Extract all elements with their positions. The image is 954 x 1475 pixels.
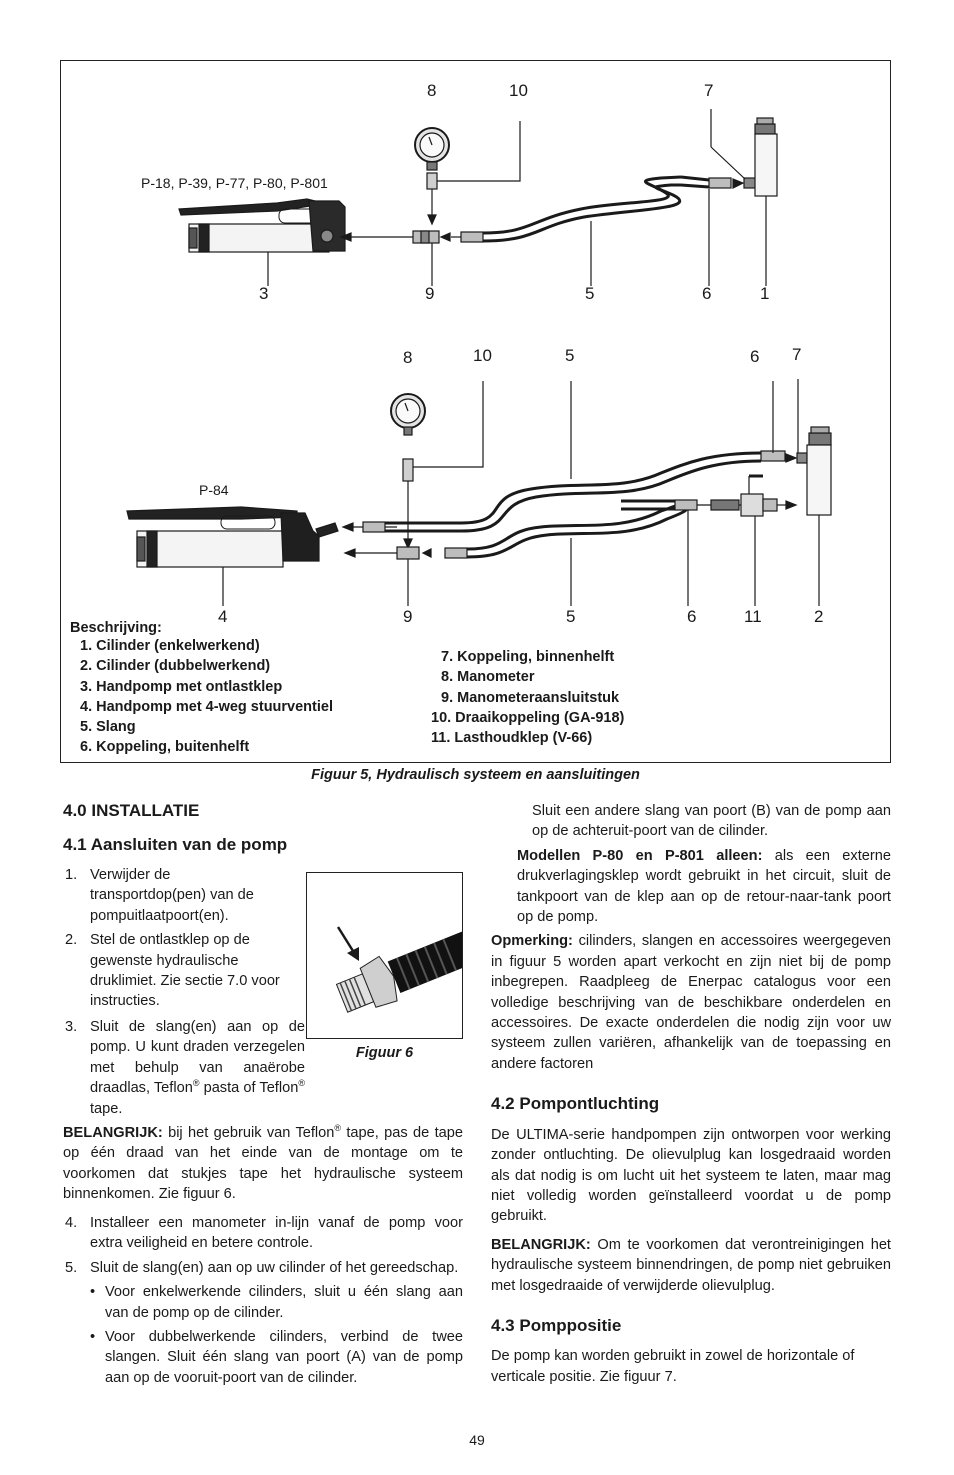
label-7-top: 7 bbox=[704, 81, 713, 100]
step-3-text-b: pasta of Teflon bbox=[203, 1080, 299, 1097]
bottom-model-label: P-84 bbox=[199, 482, 229, 498]
legend-item: 5. Slang bbox=[80, 719, 136, 736]
hydraulic-system-diagram: 8 10 7 3 9 5 6 1 P-18, P-39, P-77, P-80,… bbox=[126, 81, 832, 626]
step-4: 4. Installeer een manometer in-lijn vanaf… bbox=[63, 1213, 463, 1254]
figure-6-caption: Figuur 6 bbox=[355, 1045, 414, 1061]
figure-5-caption: Figuur 5, Hydraulisch systeem en aanslui… bbox=[311, 767, 640, 783]
step-5: 5. Sluit de slang(en) aan op uw cilinder … bbox=[63, 1258, 463, 1278]
label-10-top: 10 bbox=[509, 81, 528, 100]
important-label: BELANGRIJK: bbox=[63, 1125, 163, 1141]
hose-fitting-illustration bbox=[335, 926, 462, 1013]
label-7-bottom: 7 bbox=[792, 345, 801, 364]
legend-right-list: 7. Koppeling, binnenhelft 8. Manometer 9… bbox=[431, 647, 624, 748]
legend-item: 11. Lasthoudklep (V-66) bbox=[431, 730, 593, 747]
legend-left-list: 1. Cilinder (enkelwerkend) 2. Cilinder (… bbox=[80, 636, 333, 758]
legend-item: 1. Cilinder (enkelwerkend) bbox=[80, 638, 260, 654]
important-text: Om te voorkomen dat verontreinigingen he… bbox=[491, 1236, 891, 1294]
important-text-a: bij het gebruik van Teflon bbox=[162, 1125, 335, 1141]
ontluchting-text: De ULTIMA-serie handpompen zijn ontworpe… bbox=[491, 1126, 891, 1225]
note-label: Opmerking: bbox=[491, 933, 573, 950]
important-ontluchting: BELANGRIJK: Om te voorkomen dat verontre… bbox=[491, 1235, 891, 1296]
label-1: 1 bbox=[760, 284, 769, 303]
legend-title: Beschrijving: bbox=[70, 620, 162, 636]
step-3-text-a: Sluit de slang(en) aan op de pomp. U kun… bbox=[90, 1019, 305, 1097]
legend-item: 9. Manometeraansluitstuk bbox=[441, 689, 620, 706]
step-text: Stel de ontlastklep op de gewenste hydra… bbox=[90, 932, 280, 1010]
important-label: BELANGRIJK: bbox=[491, 1236, 591, 1253]
label-4: 4 bbox=[218, 607, 227, 626]
right-column: Sluit een andere slang van poort (B) van… bbox=[491, 801, 891, 1387]
registered-mark: ® bbox=[334, 1123, 342, 1134]
label-9-bottom: 9 bbox=[403, 607, 412, 626]
legend-item: 4. Handpomp met 4-weg stuurventiel bbox=[80, 698, 333, 715]
steps-1-3: 1. Verwijder de transportdop(pen) van de … bbox=[63, 865, 287, 1012]
models-text: als een externe drukverlagingsklep wordt… bbox=[517, 847, 891, 926]
step-text: Sluit de slang(en) aan op uw cilinder of… bbox=[90, 1259, 459, 1276]
label-10-bottom: 10 bbox=[473, 346, 492, 365]
bullet-text: Voor enkelwerkende cilinders, sluit u éé… bbox=[105, 1284, 463, 1321]
bullet-double-acting: • Voor dubbelwerkende cilinders, verbind … bbox=[63, 1327, 463, 1388]
page-number: 49 bbox=[469, 1432, 485, 1448]
bullet-dot: • bbox=[90, 1329, 96, 1346]
label-8-bottom: 8 bbox=[403, 348, 412, 367]
figure-5-box: 8 10 7 3 9 5 6 1 P-18, P-39, P-77, P-80,… bbox=[60, 60, 891, 763]
step-number: 1. bbox=[65, 867, 78, 883]
label-11: 11 bbox=[744, 607, 762, 626]
label-9-top: 9 bbox=[425, 284, 434, 303]
section-heading-ontluchting: 4.2 Pompontluchting bbox=[491, 1094, 660, 1114]
step-3-text-c: tape. bbox=[90, 1100, 123, 1117]
legend-item: 7. Koppeling, binnenhelft bbox=[441, 649, 615, 665]
legend-item: 2. Cilinder (dubbelwerkend) bbox=[80, 658, 271, 675]
models-label: Modellen P-80 en P-801 alleen: bbox=[517, 847, 763, 864]
bullet-dot: • bbox=[90, 1284, 96, 1301]
positie-text: De pomp kan worden gebruikt in zowel de … bbox=[491, 1348, 855, 1385]
label-3: 3 bbox=[259, 284, 268, 303]
section-heading-positie: 4.3 Pomppositie bbox=[491, 1315, 622, 1335]
step-number: 2. bbox=[65, 932, 78, 949]
step-number: 3. bbox=[65, 1019, 78, 1035]
top-system bbox=[178, 109, 778, 286]
bullet-single-acting: • Voor enkelwerkende cilinders, sluit u é… bbox=[63, 1282, 463, 1323]
step-number: 4. bbox=[65, 1215, 78, 1231]
important-note: BELANGRIJK: bij het gebruik van Teflon® … bbox=[63, 1123, 463, 1205]
section-heading-installatie: 4.0 INSTALLATIE bbox=[63, 801, 200, 820]
important-text-b: tape, pas de tape op één draad van het e… bbox=[63, 1125, 464, 1203]
bottom-system bbox=[126, 379, 832, 606]
label-6-bottom-b: 6 bbox=[687, 607, 696, 626]
step-text: Verwijder de transportdop(pen) van de po… bbox=[90, 867, 254, 924]
section-heading-aansluiten: 4.1 Aansluiten van de pomp bbox=[63, 835, 288, 854]
registered-mark: ® bbox=[298, 1078, 305, 1089]
label-5-top: 5 bbox=[585, 284, 594, 303]
label-2: 2 bbox=[814, 607, 823, 626]
label-6-top: 6 bbox=[702, 284, 711, 303]
figure-6-box bbox=[306, 872, 463, 1039]
step-2: 2. Stel de ontlastklep op de gewenste hyd… bbox=[63, 930, 287, 1012]
note-text: cilinders, slangen en accessoires weerge… bbox=[491, 933, 891, 1072]
opmerking-note: Opmerking: cilinders, slangen en accesso… bbox=[491, 931, 891, 1074]
step-3: 3. Sluit de slang(en) aan op de pomp. U … bbox=[63, 1017, 305, 1119]
top-model-label: P-18, P-39, P-77, P-80, P-801 bbox=[141, 175, 328, 191]
step-1: 1. Verwijder de transportdop(pen) van de … bbox=[63, 865, 287, 926]
legend-item: 3. Handpomp met ontlastklep bbox=[80, 678, 283, 695]
label-8-top: 8 bbox=[427, 81, 436, 100]
models-note: Modellen P-80 en P-801 alleen: als een e… bbox=[491, 846, 891, 928]
legend-item: 10. Draaikoppeling (GA-918) bbox=[431, 709, 625, 726]
legend-item: 6. Koppeling, buitenhelft bbox=[80, 739, 250, 756]
legend-item: 8. Manometer bbox=[441, 669, 535, 686]
step-text: Installeer een manometer in-lijn vanaf d… bbox=[90, 1215, 463, 1252]
continued-text: Sluit een andere slang van poort (B) van… bbox=[532, 803, 891, 840]
label-6-bottom-a: 6 bbox=[750, 347, 759, 366]
label-5-bottom-b: 5 bbox=[566, 607, 575, 626]
label-5-bottom-a: 5 bbox=[565, 346, 574, 365]
bullet-text: Voor dubbelwerkende cilinders, verbind d… bbox=[105, 1329, 463, 1386]
registered-mark: ® bbox=[192, 1078, 200, 1089]
step-number: 5. bbox=[65, 1259, 78, 1276]
steps-4-5: 4. Installeer een manometer in-lijn vanaf… bbox=[63, 1213, 463, 1388]
